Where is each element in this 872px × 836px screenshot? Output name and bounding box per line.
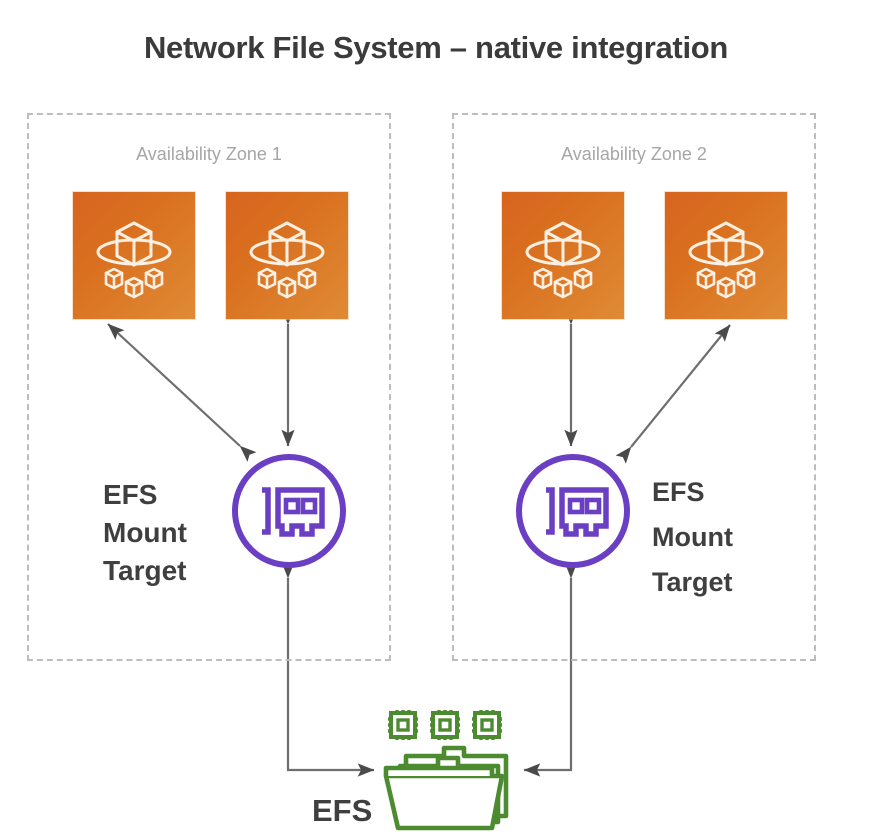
availability-zone-1-label: Availability Zone 1: [136, 144, 282, 164]
availability-zone-2-box: Availability Zone 2: [452, 113, 816, 661]
connector-az2-compute-b: [615, 324, 731, 464]
connector-az1-to-efs: [281, 561, 375, 777]
efs-file-system[interactable]: [374, 706, 520, 832]
availability-zone-1-box: Availability Zone 1: [27, 113, 391, 661]
chip-icon-group: [388, 710, 502, 740]
compute-instance-az1-a[interactable]: [73, 192, 195, 319]
connector-az2-to-efs: [523, 561, 578, 777]
mount-target-az1[interactable]: [230, 452, 348, 570]
mount-target-az2[interactable]: [514, 452, 632, 570]
compute-instance-az1-b[interactable]: [226, 192, 348, 319]
mount-target-az1-label: EFS Mount Target: [103, 479, 187, 586]
connector-az1-compute-a: [107, 323, 257, 462]
availability-zone-2-label: Availability Zone 2: [561, 144, 707, 164]
container-compute-icon: [96, 221, 172, 299]
efs-file-system-label: EFS: [312, 793, 373, 828]
container-compute-icon: [525, 221, 601, 299]
efs-folder-icon: [383, 710, 509, 831]
compute-instance-az2-b[interactable]: [665, 192, 787, 319]
container-compute-icon: [688, 221, 764, 299]
container-compute-icon: [249, 221, 325, 299]
mount-target-az2-label: EFS Mount Target: [652, 477, 733, 597]
network-interface-card-icon: [232, 454, 346, 568]
compute-instance-az2-a[interactable]: [502, 192, 624, 319]
page-title: Network File System – native integration: [143, 30, 729, 65]
network-interface-card-icon: [516, 454, 630, 568]
